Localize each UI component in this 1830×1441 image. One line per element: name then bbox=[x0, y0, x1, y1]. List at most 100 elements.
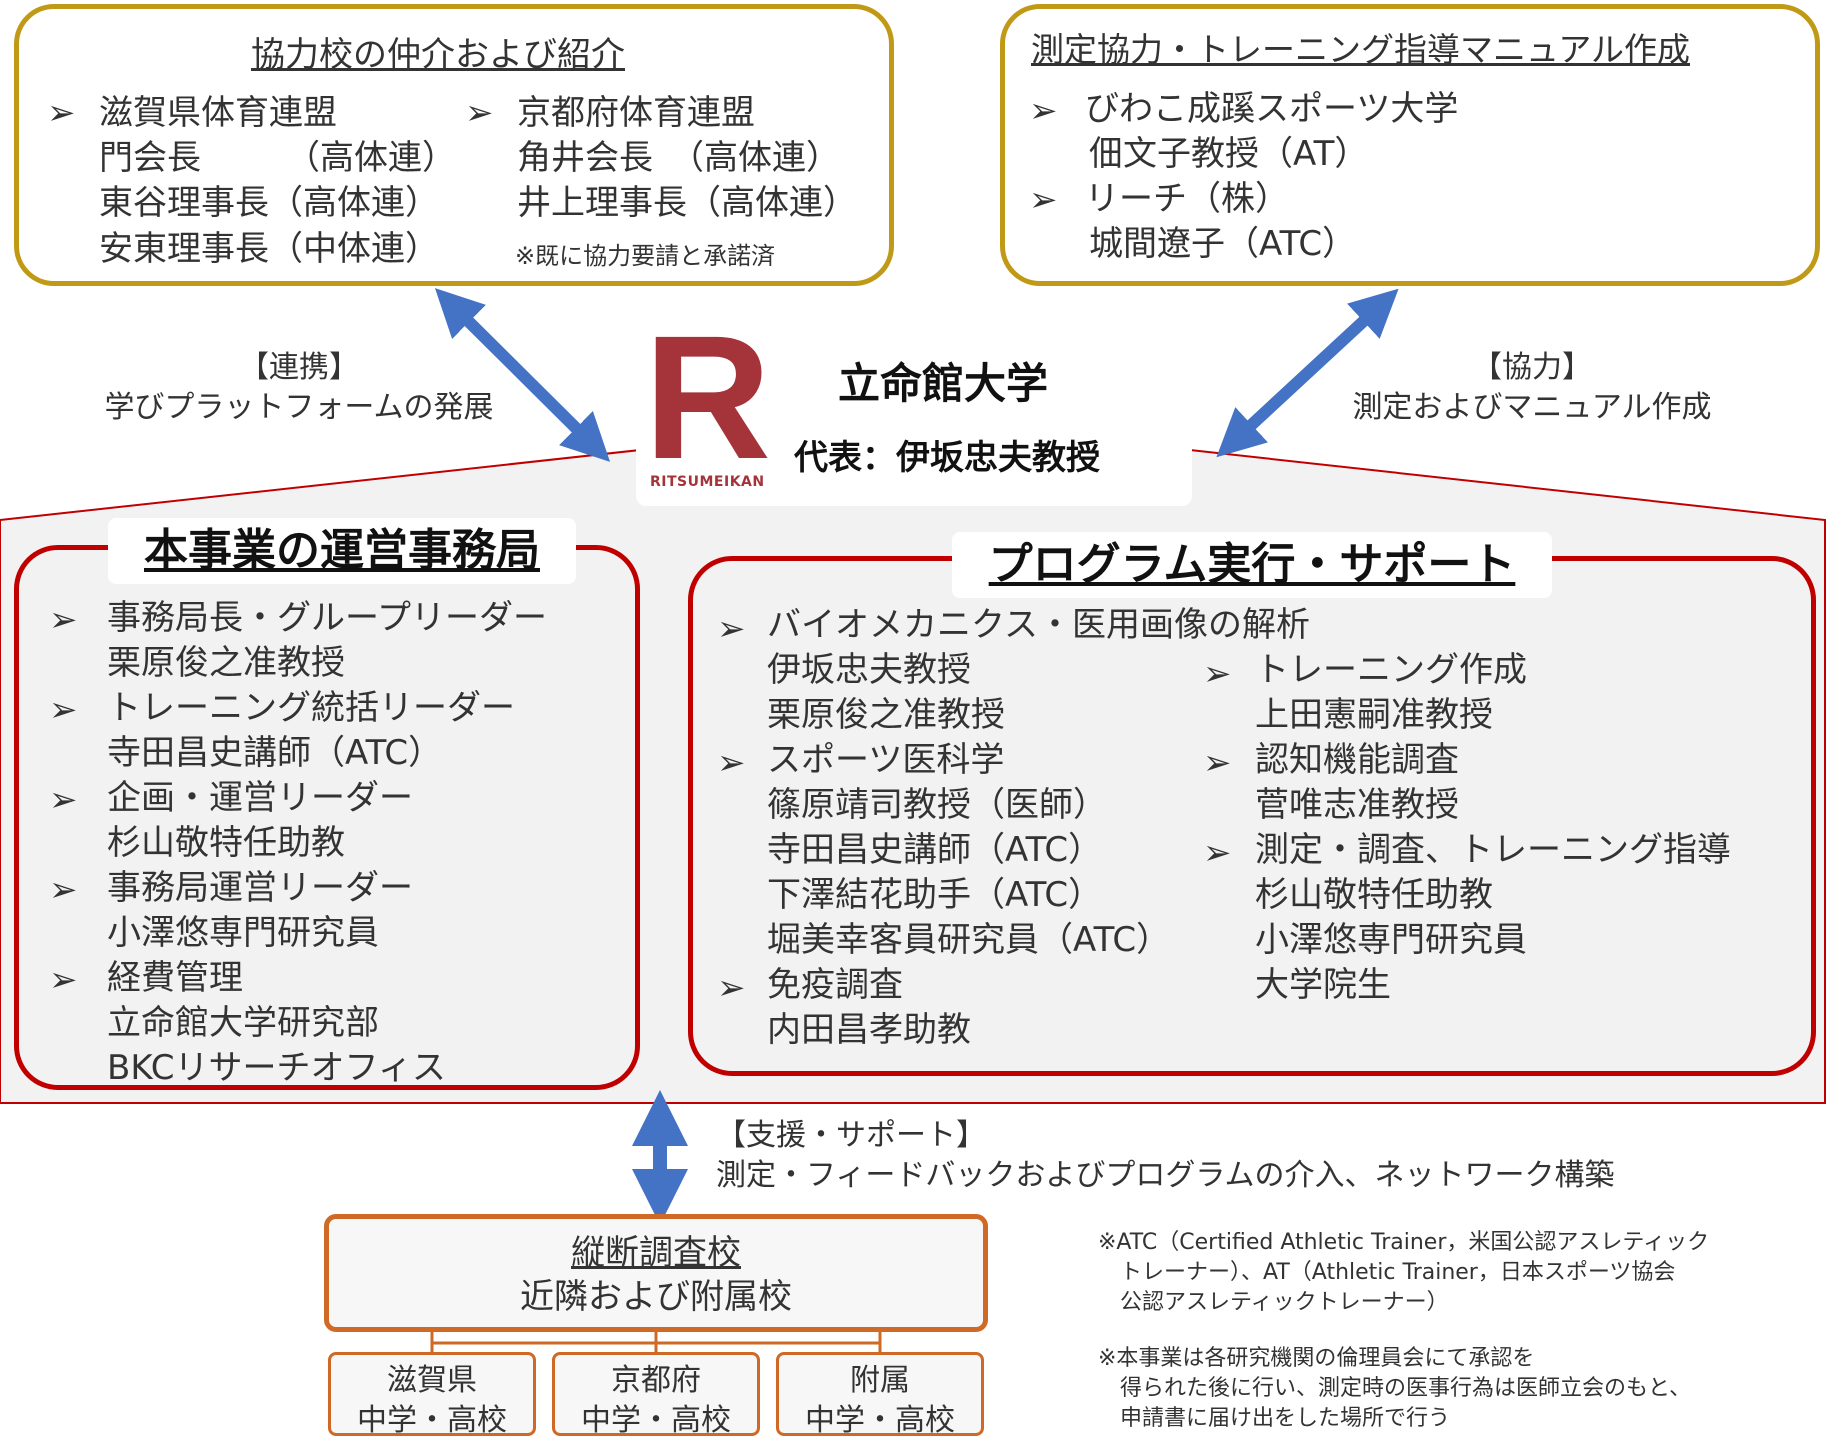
arrowhead-bullet-icon: ➢ bbox=[1029, 180, 1058, 220]
schools-box: 縦断調査校 近隣および附属校 bbox=[324, 1214, 988, 1332]
cooperation-col1-line-3: 東谷理事長（高体連） bbox=[99, 183, 439, 223]
schools-title: 縦断調査校 bbox=[571, 1233, 741, 1273]
program-col1-line-1: バイオメカニクス・医用画像の解析 bbox=[767, 605, 1310, 645]
program-col1-line-7: 下澤結花助手（ATC） bbox=[767, 875, 1103, 915]
ritsumeikan-logo: R RITSUMEIKAN bbox=[642, 310, 771, 502]
cooperation-col2-line-2: 角井会長 （高体連） bbox=[517, 138, 840, 178]
left-link-title: 【連携】 bbox=[239, 350, 359, 385]
cooperation-col2-line-3: 井上理事長（高体連） bbox=[517, 183, 857, 223]
left-link-label: 【連携】 学びプラットフォームの発展 bbox=[64, 348, 534, 428]
office-title: 本事業の運営事務局 bbox=[108, 518, 576, 584]
arrowhead-bullet-icon: ➢ bbox=[1203, 743, 1232, 783]
office-line-11: BKCリサーチオフィス bbox=[107, 1048, 446, 1088]
cooperation-col1-line-1: 滋賀県体育連盟 bbox=[99, 93, 337, 133]
school-kyoto-line2: 中学・高校 bbox=[581, 1403, 731, 1438]
school-kyoto-line1: 京都府 bbox=[611, 1363, 701, 1398]
right-link-label: 【協力】 測定およびマニュアル作成 bbox=[1312, 348, 1752, 428]
program-col1-line-9: 免疫調査 bbox=[767, 965, 903, 1005]
arrowhead-bullet-icon: ➢ bbox=[465, 93, 494, 133]
program-col2-line-6: 杉山敬特任助教 bbox=[1255, 875, 1493, 915]
cooperation-col1-line-2: 門会長 （高体連） bbox=[99, 138, 456, 178]
logo-letter: R bbox=[644, 300, 772, 496]
school-shiga: 滋賀県 中学・高校 bbox=[328, 1352, 536, 1438]
arrowhead-bullet-icon: ➢ bbox=[49, 960, 78, 1000]
arrowhead-bullet-icon: ➢ bbox=[49, 780, 78, 820]
arrowhead-bullet-icon: ➢ bbox=[49, 870, 78, 910]
right-link-title: 【協力】 bbox=[1472, 350, 1592, 385]
bottom-link-label: 【支援・サポート】 測定・フィードバックおよびプログラムの介入、ネットワーク構築 bbox=[716, 1116, 1615, 1196]
program-col1-line-2: 伊坂忠夫教授 bbox=[767, 650, 971, 690]
atc-note-line-2: トレーナー）、AT（Athletic Trainer，日本スポーツ協会 bbox=[1098, 1260, 1676, 1285]
office-line-1: 事務局長・グループリーダー bbox=[107, 598, 547, 638]
school-shiga-line1: 滋賀県 bbox=[387, 1363, 477, 1398]
office-line-3: トレーニング統括リーダー bbox=[107, 688, 515, 728]
school-shiga-line2: 中学・高校 bbox=[357, 1403, 507, 1438]
bottom-link-desc: 測定・フィードバックおよびプログラムの介入、ネットワーク構築 bbox=[716, 1158, 1615, 1193]
bottom-link-title: 【支援・サポート】 bbox=[716, 1118, 986, 1153]
program-col2-line-7: 小澤悠専門研究員 bbox=[1255, 920, 1527, 960]
office-line-8: 小澤悠専門研究員 bbox=[107, 913, 379, 953]
arrowhead-bullet-icon: ➢ bbox=[49, 600, 78, 640]
program-col1-line-8: 堀美幸客員研究員（ATC） bbox=[767, 920, 1171, 960]
program-box: ➢ バイオメカニクス・医用画像の解析 伊坂忠夫教授 栗原俊之准教授 ➢ スポーツ… bbox=[688, 556, 1816, 1076]
program-col1-line-5: 篠原靖司教授（医師） bbox=[767, 785, 1107, 825]
program-col2-line-2: 上田憲嗣准教授 bbox=[1255, 695, 1493, 735]
left-link-desc: 学びプラットフォームの発展 bbox=[104, 390, 494, 425]
arrowhead-bullet-icon: ➢ bbox=[1203, 833, 1232, 873]
program-col2-line-1: トレーニング作成 bbox=[1255, 650, 1527, 690]
school-affiliated-line2: 中学・高校 bbox=[805, 1403, 955, 1438]
arrowhead-bullet-icon: ➢ bbox=[717, 968, 746, 1008]
university-name: 立命館大学 bbox=[838, 359, 1049, 408]
arrowhead-bullet-icon: ➢ bbox=[717, 609, 746, 649]
office-line-6: 杉山敬特任助教 bbox=[107, 823, 345, 863]
arrowhead-bullet-icon: ➢ bbox=[717, 743, 746, 783]
program-col1-line-6: 寺田昌史講師（ATC） bbox=[767, 830, 1103, 870]
atc-note-line-3: 公認アスレティックトレーナー） bbox=[1098, 1290, 1449, 1315]
schools-subtitle: 近隣および附属校 bbox=[520, 1277, 792, 1317]
office-line-4: 寺田昌史講師（ATC） bbox=[107, 733, 443, 773]
program-title: プログラム実行・サポート bbox=[952, 532, 1552, 598]
program-col1-line-4: スポーツ医科学 bbox=[767, 740, 1005, 780]
cooperation-title: 協力校の仲介および紹介 bbox=[251, 35, 625, 75]
school-affiliated-line1: 附属 bbox=[850, 1363, 910, 1398]
left-double-arrow bbox=[434, 288, 611, 462]
manual-line-4: 城間遼子（ATC） bbox=[1089, 224, 1357, 264]
manual-line-1: びわこ成蹊スポーツ大学 bbox=[1085, 89, 1459, 129]
cooperation-col1-line-4: 安東理事長（中体連） bbox=[99, 229, 439, 269]
logo-text: RITSUMEIKAN bbox=[650, 474, 765, 490]
office-line-5: 企画・運営リーダー bbox=[107, 778, 413, 818]
school-kyoto: 京都府 中学・高校 bbox=[552, 1352, 760, 1438]
office-line-2: 栗原俊之准教授 bbox=[107, 643, 345, 683]
program-col1-line-10: 内田昌孝助教 bbox=[767, 1010, 971, 1050]
office-line-10: 立命館大学研究部 bbox=[107, 1003, 379, 1043]
representative: 代表：伊坂忠夫教授 bbox=[794, 438, 1100, 478]
program-col2-line-5: 測定・調査、トレーニング指導 bbox=[1255, 830, 1731, 870]
cooperation-col2-line-1: 京都府体育連盟 bbox=[517, 93, 755, 133]
school-affiliated: 附属 中学・高校 bbox=[776, 1352, 984, 1438]
manual-line-3: リーチ（株） bbox=[1085, 179, 1289, 219]
program-col2-line-3: 認知機能調査 bbox=[1255, 740, 1459, 780]
right-double-arrow bbox=[1216, 288, 1399, 458]
program-col2-line-4: 菅唯志准教授 bbox=[1255, 785, 1459, 825]
cooperation-note: ※既に協力要請と承諾済 bbox=[515, 242, 776, 270]
right-link-desc: 測定およびマニュアル作成 bbox=[1352, 390, 1712, 425]
office-line-7: 事務局運営リーダー bbox=[107, 868, 413, 908]
manual-box: 測定協力・トレーニング指導マニュアル作成 ➢ びわこ成蹊スポーツ大学 佃文子教授… bbox=[1000, 4, 1820, 286]
manual-title: 測定協力・トレーニング指導マニュアル作成 bbox=[1031, 30, 1691, 69]
ethics-note-line-3: 申請書に届け出をした場所で行う bbox=[1098, 1406, 1451, 1431]
arrowhead-bullet-icon: ➢ bbox=[1029, 91, 1058, 131]
program-col1-line-3: 栗原俊之准教授 bbox=[767, 695, 1005, 735]
manual-line-2: 佃文子教授（AT） bbox=[1089, 134, 1369, 174]
atc-note: ※ATC（Certified Athletic Trainer，米国公認アスレテ… bbox=[1098, 1228, 1709, 1318]
ethics-note: ※本事業は各研究機関の倫理員会にて承認を 得られた後に行い、測定時の医事行為は医… bbox=[1098, 1344, 1691, 1434]
office-box: ➢ 事務局長・グループリーダー 栗原俊之准教授 ➢ トレーニング統括リーダー 寺… bbox=[14, 545, 640, 1090]
ethics-note-line-2: 得られた後に行い、測定時の医事行為は医師立会のもと、 bbox=[1098, 1376, 1692, 1401]
arrowhead-bullet-icon: ➢ bbox=[1203, 654, 1232, 694]
university-card: R RITSUMEIKAN 立命館大学 代表：伊坂忠夫教授 bbox=[636, 310, 1192, 506]
ethics-note-line-1: ※本事業は各研究機関の倫理員会にて承認を bbox=[1098, 1346, 1535, 1371]
arrowhead-bullet-icon: ➢ bbox=[47, 93, 76, 133]
atc-note-line-1: ※ATC（Certified Athletic Trainer，米国公認アスレテ… bbox=[1098, 1230, 1710, 1255]
arrowhead-bullet-icon: ➢ bbox=[49, 690, 78, 730]
program-col2-line-8: 大学院生 bbox=[1255, 965, 1391, 1005]
office-line-9: 経費管理 bbox=[107, 958, 243, 998]
